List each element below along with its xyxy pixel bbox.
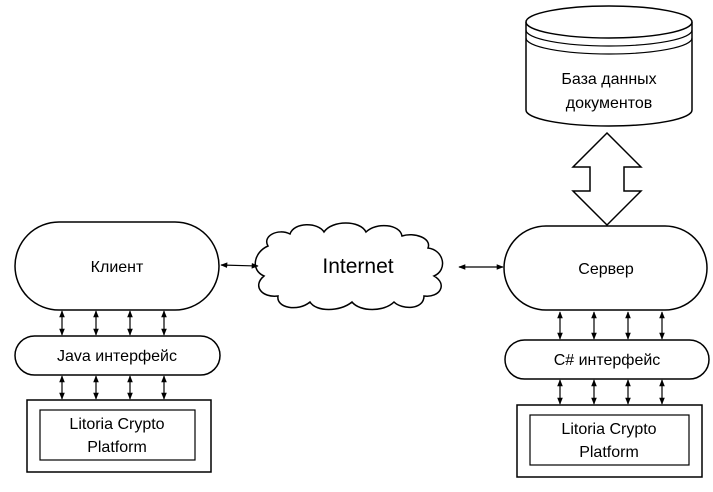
client-platform-label-line2: Platform xyxy=(87,439,147,456)
java-interface-label: Java интерфейс xyxy=(57,348,177,365)
server-platform-label-line2: Platform xyxy=(579,444,639,461)
csharp-interface-node: C# интерфейс xyxy=(504,339,710,380)
client-label: Клиент xyxy=(91,259,144,276)
csharp-interface-label: C# интерфейс xyxy=(554,352,661,369)
client-internet-connector xyxy=(220,262,259,269)
server-node: Сервер xyxy=(503,225,708,311)
internet-label: Internet xyxy=(322,255,393,278)
client-node: Клиент xyxy=(14,221,220,311)
server-platform-label-line1: Litoria Crypto xyxy=(561,421,656,438)
java-platform-arrows xyxy=(59,375,167,400)
client-platform-node: Litoria Crypto Platform xyxy=(26,399,212,473)
client-platform-label-line1: Litoria Crypto xyxy=(69,416,164,433)
db-server-block-arrow xyxy=(571,131,643,227)
server-csharp-arrows xyxy=(557,311,665,340)
internet-cloud: Internet xyxy=(254,222,444,311)
database-cylinder: База данных документов xyxy=(525,5,693,127)
database-label-line2: документов xyxy=(566,95,653,112)
server-platform-node: Litoria Crypto Platform xyxy=(516,404,703,478)
database-label-line1: База данных xyxy=(561,71,656,88)
java-interface-node: Java интерфейс xyxy=(14,335,221,376)
csharp-platform-arrows xyxy=(557,379,665,405)
client-java-arrows xyxy=(59,310,167,336)
server-label: Сервер xyxy=(578,261,634,278)
